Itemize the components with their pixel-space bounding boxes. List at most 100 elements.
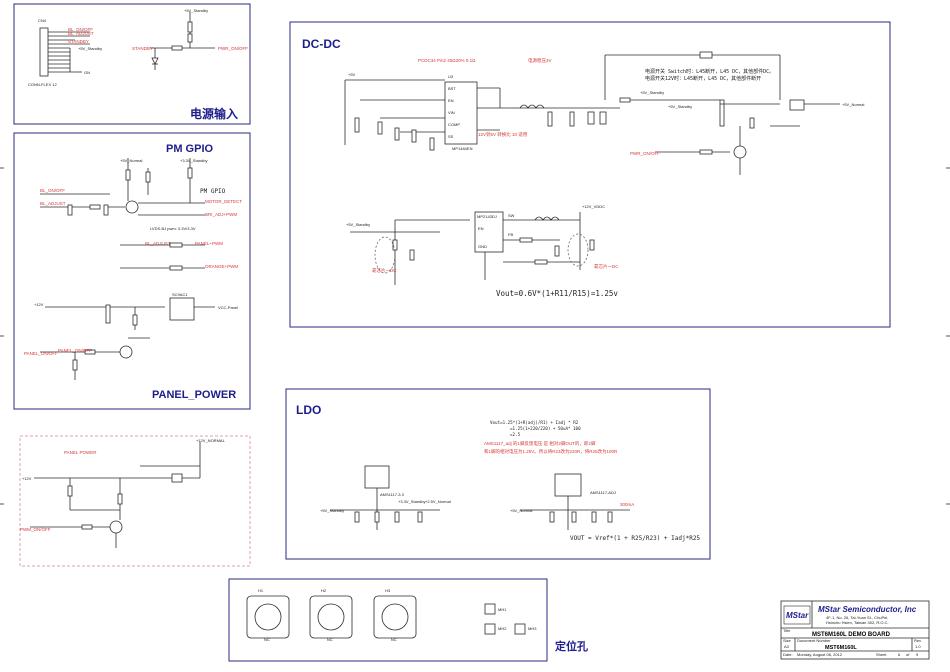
rev-value: 1.0	[915, 644, 921, 649]
title-block: MStar MStar Semiconductor, Inc 4F-1, No.…	[780, 600, 930, 660]
pm-gpio-subtitle: PM GPIO	[200, 188, 226, 195]
dcdc-red-note-1: PCDC34 Pin2 45Ω20% 0.1Ω	[418, 58, 476, 63]
power-input-title: 电源输入	[190, 106, 238, 121]
ldo-current: 300mA	[620, 502, 634, 507]
dcdc-5v-standby-2: +5V_Standby	[668, 104, 692, 109]
dcdc-pwr-onoff: PWR_ON/OFF	[630, 151, 660, 156]
company-address-1: 4F-1, No. 26, Tai-Yuan St., ChuPei,	[826, 615, 888, 620]
dcdc-5v: +5V	[348, 72, 356, 77]
gpio-33v-standby: +3.3V_Standby	[180, 158, 207, 163]
hole-nc-1: NC	[264, 637, 270, 642]
dcdc-standby-note-2: 电源开关12V时：L45断开，L45 DC，其他部件断开	[645, 75, 761, 82]
date-label: Date:	[783, 652, 793, 657]
ldo-net-25v-normal: +2.5V_Normal	[425, 499, 451, 504]
dcdc-chip2: MP2143DJ	[477, 214, 497, 219]
mounting-block: H1 H2 H3 MH1 MH2 MH3 NC NC NC 定位孔	[228, 578, 588, 662]
of-value: 9	[916, 652, 919, 657]
net-standby: STANDBY	[68, 39, 89, 44]
dcdc-dashed-outline-2	[567, 233, 589, 267]
dcdc-block: DC-DC PCDC34 Pin2 45Ω20% 0.1Ω 电源稳压3V 12V…	[289, 21, 891, 328]
dcdc-vout-formula: Vout=0.6V*(1+R11/R15)=1.25v	[496, 289, 618, 298]
dcdc-chip2-input: +5V_Standby	[346, 222, 370, 227]
dcdc-12v-vddc: +12V_VDDC	[582, 204, 605, 209]
ldo-note-2: 和1脚的相对电压为1.25V。所以将R23改为220R，将R25改为100R	[484, 448, 618, 455]
net-gn: GN	[84, 70, 90, 75]
panel-power-alt-title: PANEL POWER	[64, 450, 97, 455]
gpio-net-bl-onoff: BL_ON/OFF	[40, 188, 65, 193]
gpio-net-bl-adjust-2: BL_ADJUST	[145, 241, 171, 246]
connector-cn4	[39, 27, 49, 77]
dcdc-chip1-ref: U3	[448, 74, 454, 79]
ldo-net-5v-normal: +5V_Normal	[510, 508, 532, 513]
dcdc-red-label-1: 靠芯片一DC	[372, 267, 397, 274]
panel-power-title: PANEL_POWER	[152, 389, 236, 401]
size-value: A3	[784, 644, 790, 649]
hole-h2: H2	[321, 588, 327, 593]
dcdc-red-note-2: 电源稳压3V	[528, 57, 552, 64]
gpio-5v-normal: +5V_Normal	[120, 158, 142, 163]
hole-mh3: MH3	[528, 626, 537, 631]
ldo-formula-l2: =1.25(1+220/220) + 50uA* 100	[510, 426, 581, 431]
gpio-net-panel-pwm: PANEL+PWM	[195, 241, 223, 246]
dcdc-chip2-gnd: GND	[478, 244, 487, 249]
page-border-ticks	[0, 167, 950, 505]
hole-mh1: MH1	[498, 607, 507, 612]
dcdc-chip2-fb: FB	[508, 232, 513, 237]
dcdc-dashed-outline-1	[374, 236, 396, 274]
hole-h3: H3	[385, 588, 391, 593]
dcdc-chip1-pin-en: EN	[448, 98, 454, 103]
hole-h1: H1	[258, 588, 264, 593]
rev-label: Rev	[914, 638, 921, 643]
dcdc-frame	[289, 21, 891, 328]
gpio-net-bl-adjust: BL_ADJUST	[40, 201, 66, 206]
company-address-2: Hsinchu Hsien, Taiwan 302, R.O.C.	[826, 620, 889, 625]
gpio-net-motor: MOTOR_DETECT	[205, 199, 242, 204]
ldo-frame	[285, 388, 711, 560]
hole-nc-3: NC	[391, 637, 397, 642]
ldo-net-33v-standby: +3.3V_Standby	[398, 499, 425, 504]
connector-part: CONN-FLEX 12	[28, 82, 57, 87]
panel-net-onoff-2: PANEL_ON/OFF	[58, 348, 92, 353]
panel-ic-label: SC9AC1	[172, 292, 188, 297]
date-value: Monday, August 06, 2012	[797, 652, 843, 657]
sheet-label: Sheet	[876, 652, 887, 657]
size-label: Size	[783, 638, 792, 643]
ldo-note-1: AMS1117_adj 的1脚反馈电压 是 相对2脚OUT的，即2脚	[484, 440, 596, 447]
net-5v-standby-top: +5V_Standby	[184, 8, 208, 13]
pm-gpio-title: PM GPIO	[166, 143, 214, 155]
mounting-frame	[228, 578, 548, 662]
dcdc-chip1-pin-ss: SS	[448, 134, 454, 139]
panel-alt-pwm: PWM_ON/OFF	[20, 527, 51, 532]
gpio-note: LVDS-BJ pwm: 3.3V/3.3V	[150, 226, 196, 231]
title-block-frame	[780, 600, 930, 660]
net-pwr-onoff: PWR_ON/OFF	[218, 46, 248, 51]
dcdc-5v-normal: +5V_Normal	[842, 102, 864, 107]
dcdc-title: DC-DC	[302, 37, 341, 51]
net-bl-adjust: BL_ADJUST	[68, 31, 94, 36]
ldo-title: LDO	[296, 403, 321, 417]
doc-label: Document Number	[797, 638, 831, 643]
company-name: MStar Semiconductor, Inc	[818, 605, 917, 614]
connector-ref: CN4	[38, 18, 47, 23]
dcdc-chip1: MP1484EN	[452, 146, 473, 151]
dcdc-red-note-3: 12V到5V 转换比 10 适用	[478, 131, 527, 138]
board-name: MST6M160L DEMO BOARD	[812, 632, 891, 638]
panel-power-alt-block: PANEL POWER +12V +12V_NORMAL PWM_ON/OFF	[19, 435, 251, 567]
dcdc-chip1-pin-vin: VIN	[448, 110, 455, 115]
net-5v-standby: +5V_Standby	[78, 46, 102, 51]
net-bl-onoff: BL_ON/OFF	[68, 27, 93, 32]
dcdc-5v-standby: +5V_Standby	[640, 90, 664, 95]
ldo-net-5v-standby: +5V_Standby	[320, 508, 344, 513]
ldo-formula-l3: =2.5	[510, 432, 521, 437]
power-input-frame	[13, 3, 251, 125]
gpio-net-bri: BRI_ADJ+PWM	[205, 212, 237, 217]
title-label: Title	[783, 628, 791, 633]
panel-alt-12v-normal: +12V_NORMAL	[196, 438, 226, 443]
panel-vcc-panel: VCC-Panel	[218, 305, 238, 310]
ldo-vout-formula: VOUT = Vref*(1 + R25/R23) + Iadj*R25	[570, 535, 700, 542]
mstar-logo	[783, 605, 811, 625]
pm-gpio-frame	[13, 132, 251, 410]
dcdc-chip1-pin-comp: COMP	[448, 122, 460, 127]
ldo-formula-top: Vout=1.25*(1+R(adj)/R1) + Iadj * R2	[490, 420, 579, 425]
panel-net-onoff-1: PANEL_ON/OFF	[24, 351, 58, 356]
